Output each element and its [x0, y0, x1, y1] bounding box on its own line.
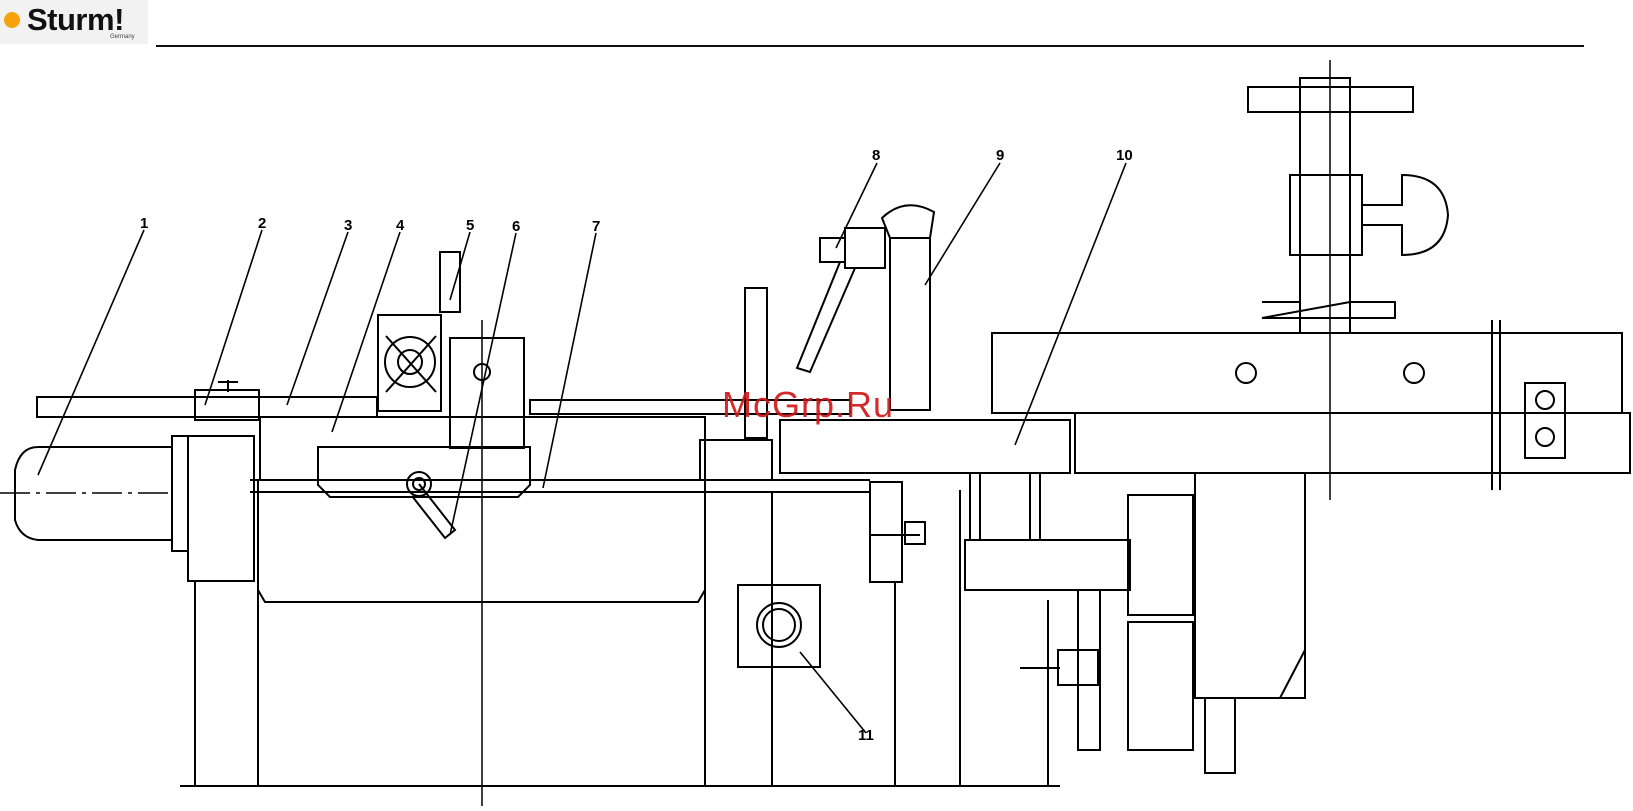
callout-4: 4: [396, 217, 405, 234]
callout-2: 2: [258, 215, 266, 232]
callout-8: 8: [872, 147, 880, 164]
callout-10: 10: [1116, 147, 1133, 164]
motor-flange: [172, 436, 188, 551]
technical-drawing: 1 2 3 4 5 6 7 8 9 10 11: [0, 50, 1633, 811]
header-divider: [156, 45, 1584, 47]
callout-1: 1: [140, 215, 148, 232]
callout-7: 7: [592, 218, 600, 235]
brand-logo: Sturm! Germany: [0, 0, 148, 44]
watermark-text: McGrp.Ru: [722, 384, 894, 426]
handle-block: [738, 585, 820, 667]
logo-tagline: Germany: [110, 34, 135, 40]
callout-3: 3: [344, 217, 352, 234]
callout-5: 5: [466, 217, 474, 234]
sliding-table: [992, 333, 1622, 413]
callout-6: 6: [512, 218, 520, 235]
callout-11: 11: [858, 727, 874, 744]
callout-9: 9: [996, 147, 1004, 164]
logo-dot-icon: [4, 12, 20, 28]
